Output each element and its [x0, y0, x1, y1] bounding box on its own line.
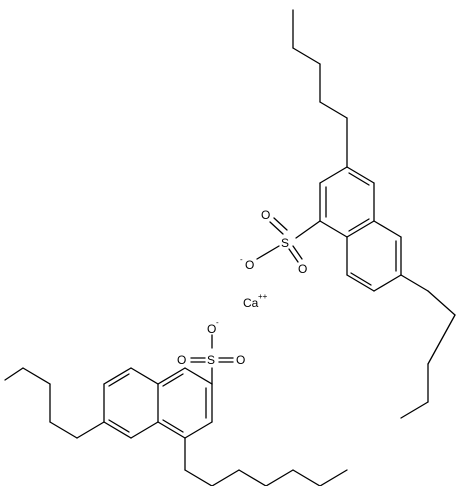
bond [49, 421, 78, 439]
atom-o: O [177, 353, 186, 367]
double-bond [273, 217, 288, 231]
upper-pentyl-chain-2 [400, 274, 456, 419]
atom-o: O [261, 208, 270, 222]
bond [319, 101, 348, 119]
lower-right-ring [157, 367, 213, 439]
bond [184, 421, 213, 439]
atom-s: S [281, 236, 289, 250]
double-bond [348, 218, 370, 232]
double-bond [292, 245, 303, 260]
bond [427, 290, 456, 316]
bond [292, 47, 321, 65]
bond [157, 367, 186, 385]
calcium-ion: Ca ++ [243, 292, 268, 310]
bond [265, 469, 294, 486]
charge-plus-plus: ++ [258, 292, 268, 301]
bond [400, 274, 429, 292]
bond [373, 220, 402, 238]
upper-naphthalene-sulfonate: S O O O - [240, 9, 456, 419]
bond [184, 469, 213, 486]
bond [427, 314, 456, 365]
double-bond [108, 419, 130, 433]
bond [76, 421, 105, 439]
lower-left-ring [103, 367, 159, 439]
atom-o: O [236, 353, 245, 367]
bond [373, 274, 402, 292]
double-bond [108, 373, 130, 387]
double-bond [348, 172, 370, 186]
bond [211, 469, 240, 486]
bond [256, 245, 280, 260]
bond [157, 421, 186, 439]
negative-charge: - [240, 255, 243, 264]
lower-naphthalene-sulfonate: S O - O O [4, 318, 348, 486]
lower-pentyl-chain-2 [184, 437, 348, 486]
upper-left-ring [319, 166, 375, 238]
bond [238, 469, 267, 486]
double-bond [162, 419, 184, 433]
bond [346, 166, 375, 184]
upper-right-ring [346, 220, 402, 292]
bond [346, 274, 375, 292]
bond [130, 367, 159, 385]
lower-sulfonate-group: S O - O O [177, 318, 245, 385]
upper-sulfonate-group: S O O O - [240, 208, 321, 276]
double-bond [288, 248, 299, 263]
bond [103, 367, 132, 385]
bond [319, 166, 348, 184]
bond [292, 469, 321, 486]
double-bond [162, 373, 184, 387]
bond [130, 421, 159, 439]
bond [346, 220, 375, 238]
bond [184, 367, 213, 385]
bond [400, 401, 429, 419]
atom-o-minus: O [245, 258, 254, 272]
bond [4, 367, 24, 381]
double-bond [269, 221, 284, 235]
atom-o: O [298, 262, 307, 276]
bond [319, 469, 348, 486]
double-bond [350, 272, 372, 286]
bond [22, 367, 51, 385]
bond [319, 220, 348, 238]
bond [103, 421, 132, 439]
atom-o-minus: O [207, 322, 216, 336]
lower-pentyl-chain-1 [4, 367, 105, 439]
atom-ca: Ca [243, 296, 259, 310]
negative-charge: - [216, 318, 219, 327]
atom-s: S [207, 353, 215, 367]
upper-pentyl-chain-1 [292, 9, 348, 168]
bond [295, 220, 321, 239]
